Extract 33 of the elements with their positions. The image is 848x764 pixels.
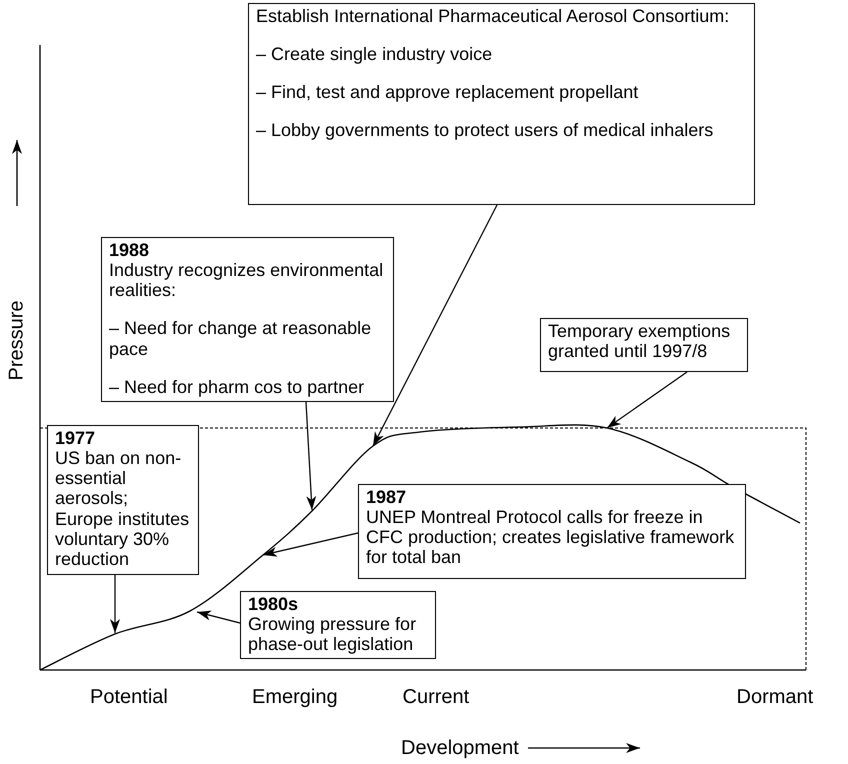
year-heading: 1980s bbox=[248, 594, 300, 614]
annotation-text: – Need for pharm cos to partner bbox=[109, 376, 366, 397]
annotation-text: – Find, test and approve replacement propellant bbox=[256, 82, 640, 102]
leader-arrow bbox=[305, 402, 316, 510]
year-heading: 1988 bbox=[109, 240, 150, 260]
leader-arrow bbox=[372, 204, 498, 446]
annotation-box bbox=[101, 237, 394, 402]
annotation-text: – Lobby governments to protect users of medical inhalers bbox=[256, 120, 714, 141]
annotation-text: Establish International Pharmaceutical Aerosol Consortium: bbox=[256, 6, 730, 26]
annotation-text: – Create single industry voice bbox=[256, 44, 494, 64]
annotation-box bbox=[47, 425, 199, 575]
leader-arrow bbox=[196, 610, 240, 624]
annotation-text: Industry recognizes environmental realities: bbox=[109, 260, 384, 300]
stage-label: Potential bbox=[90, 686, 168, 708]
stage-label: Emerging bbox=[252, 686, 338, 708]
annotation-box bbox=[540, 318, 748, 372]
annotation-text: Growing pressure for phase-out legislation bbox=[248, 614, 418, 654]
stage-label: Dormant bbox=[736, 686, 814, 708]
axis-title: Pressure bbox=[6, 300, 29, 380]
leader-arrow bbox=[262, 532, 358, 557]
annotation-text: – Need for change at reasonable pace bbox=[109, 318, 372, 359]
year-heading: 1987 bbox=[366, 487, 408, 508]
leader-arrow bbox=[606, 372, 688, 428]
stage-label: Current bbox=[402, 686, 470, 708]
annotation-text: UNEP Montreal Protocol calls for freeze in CFC production; creates legislative framework for total ban bbox=[366, 507, 736, 568]
annotation-text: Temporary exemptions granted until 1997/8 bbox=[548, 321, 732, 362]
annotation-box bbox=[248, 3, 755, 205]
annotation-box bbox=[240, 591, 436, 660]
leader-arrow bbox=[110, 575, 120, 633]
annotation-text: US ban on non-essential aerosols; Europe institutes voluntary 30% reduction bbox=[55, 448, 190, 570]
axis-title: Development bbox=[401, 736, 519, 760]
annotation-box bbox=[358, 484, 746, 579]
year-heading: 1977 bbox=[55, 428, 96, 448]
